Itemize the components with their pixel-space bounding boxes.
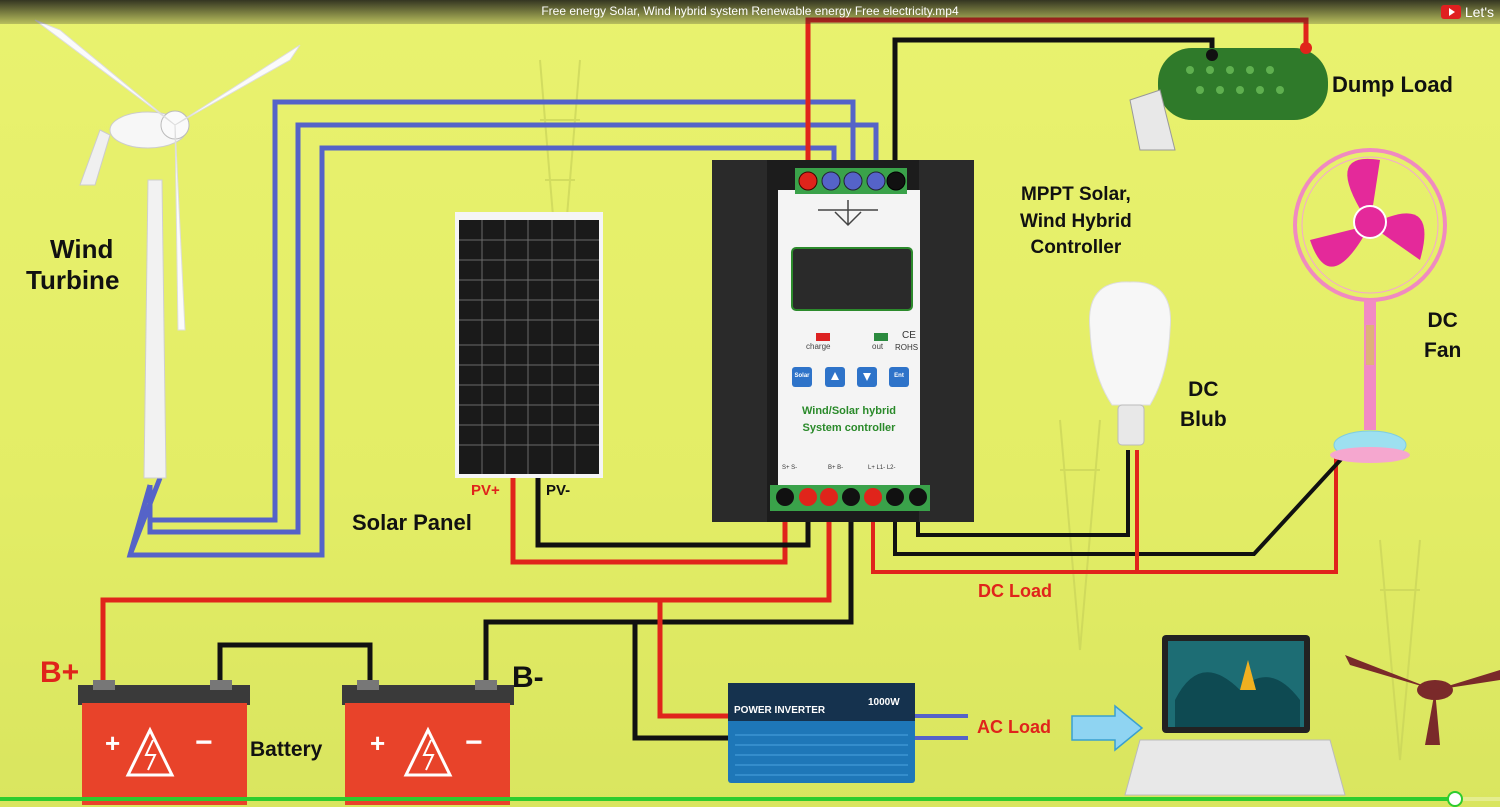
solar-panel: [455, 212, 603, 478]
controller-model-line1: Wind/Solar hybrid: [801, 405, 896, 417]
dc-fan-label-line1: DC: [1427, 309, 1458, 332]
dump-load-label: Dump Load: [1332, 72, 1453, 97]
controller-label-line2: Wind Hybrid: [1020, 210, 1132, 232]
video-progress-bar[interactable]: [0, 791, 1500, 807]
wind-wires: [126, 99, 879, 558]
charge-indicator-label: charge: [806, 342, 831, 351]
channel-brand[interactable]: Let's: [1440, 4, 1494, 20]
terminal-label-load: L+ L1- L2-: [868, 465, 896, 471]
battery-minus-label: B-: [512, 661, 544, 694]
wind-label-line2: Turbine: [26, 265, 120, 296]
dc-bulb-label-line1: DC: [1188, 378, 1219, 401]
controller-label-line3: Controller: [1030, 237, 1122, 259]
dc-fan: [1293, 148, 1447, 463]
hybrid-controller: [712, 160, 974, 522]
inverter-watt: 1000W: [868, 697, 900, 708]
pv-minus-label: PV-: [546, 482, 571, 499]
battery-left: + −: [78, 680, 250, 805]
power-inverter: [728, 683, 915, 783]
video-scrubber-handle[interactable]: [1447, 791, 1463, 807]
ac-load-label: AC Load: [977, 717, 1051, 737]
terminal-label-solar: S+ S-: [782, 465, 798, 471]
ac-output-wires: [915, 714, 968, 740]
wind-label-line1: Wind: [50, 234, 114, 264]
svg-text:−: −: [465, 726, 483, 759]
youtube-icon: [1440, 5, 1461, 19]
enter-button[interactable]: Ent: [894, 373, 904, 379]
svg-text:−: −: [195, 726, 213, 759]
dc-bulb: [1089, 281, 1171, 446]
ce-mark: CE: [902, 330, 916, 341]
ac-arrow-icon: [1071, 704, 1144, 752]
dc-load-black-wire: [893, 453, 1347, 556]
solar-panel-label: Solar Panel: [352, 510, 472, 535]
out-indicator-label: out: [872, 342, 884, 351]
dc-bulb-label: DC Blub: [1180, 375, 1227, 436]
dc-load-red-wire: [871, 455, 1338, 574]
inverter-label: POWER INVERTER: [734, 705, 826, 716]
video-top-bar: [0, 0, 1500, 24]
battery-minus-wire: [483, 498, 854, 680]
video-progress-fill: [0, 797, 1455, 801]
battery-plus-wire: [100, 498, 832, 680]
laptop: [1124, 635, 1346, 796]
wind-turbine-label: Wind Turbine: [26, 234, 119, 296]
dump-load-resistor: [1129, 42, 1328, 151]
battery-right: + −: [342, 680, 514, 805]
dc-fan-label-line2: Fan: [1424, 339, 1462, 363]
ceiling-fan: [1345, 655, 1500, 745]
inverter-black-wire: [632, 622, 728, 741]
terminal-label-battery: B+ B-: [828, 465, 844, 471]
wind-turbine: [34, 19, 301, 479]
battery-plus-label: B+: [40, 656, 80, 689]
pv-plus-label: PV+: [471, 482, 500, 499]
dc-load-label: DC Load: [978, 581, 1052, 601]
video-title: Free energy Solar, Wind hybrid system Re…: [541, 4, 959, 18]
solar-button[interactable]: Solar: [794, 373, 810, 379]
controller-label: MPPT Solar, Wind Hybrid Controller: [1020, 182, 1132, 262]
controller-label-line1: MPPT Solar,: [1020, 184, 1131, 205]
battery-label: Battery: [250, 738, 323, 761]
background-pylons: [539, 59, 1421, 761]
dc-bulb-label-line2: Blub: [1180, 408, 1227, 432]
svg-text:+: +: [370, 728, 385, 758]
svg-text:+: +: [105, 728, 120, 758]
controller-model-line2: System controller: [802, 422, 896, 434]
dc-fan-label: DC Fan: [1424, 306, 1461, 367]
dump-load-black-wire: [892, 37, 1215, 180]
rohs-mark: ROHS: [895, 343, 919, 352]
battery-link-wire: [217, 642, 373, 680]
inverter-red-wire: [657, 600, 728, 719]
brand-label: Let's: [1464, 4, 1494, 20]
pv-plus-wire: [510, 478, 788, 565]
